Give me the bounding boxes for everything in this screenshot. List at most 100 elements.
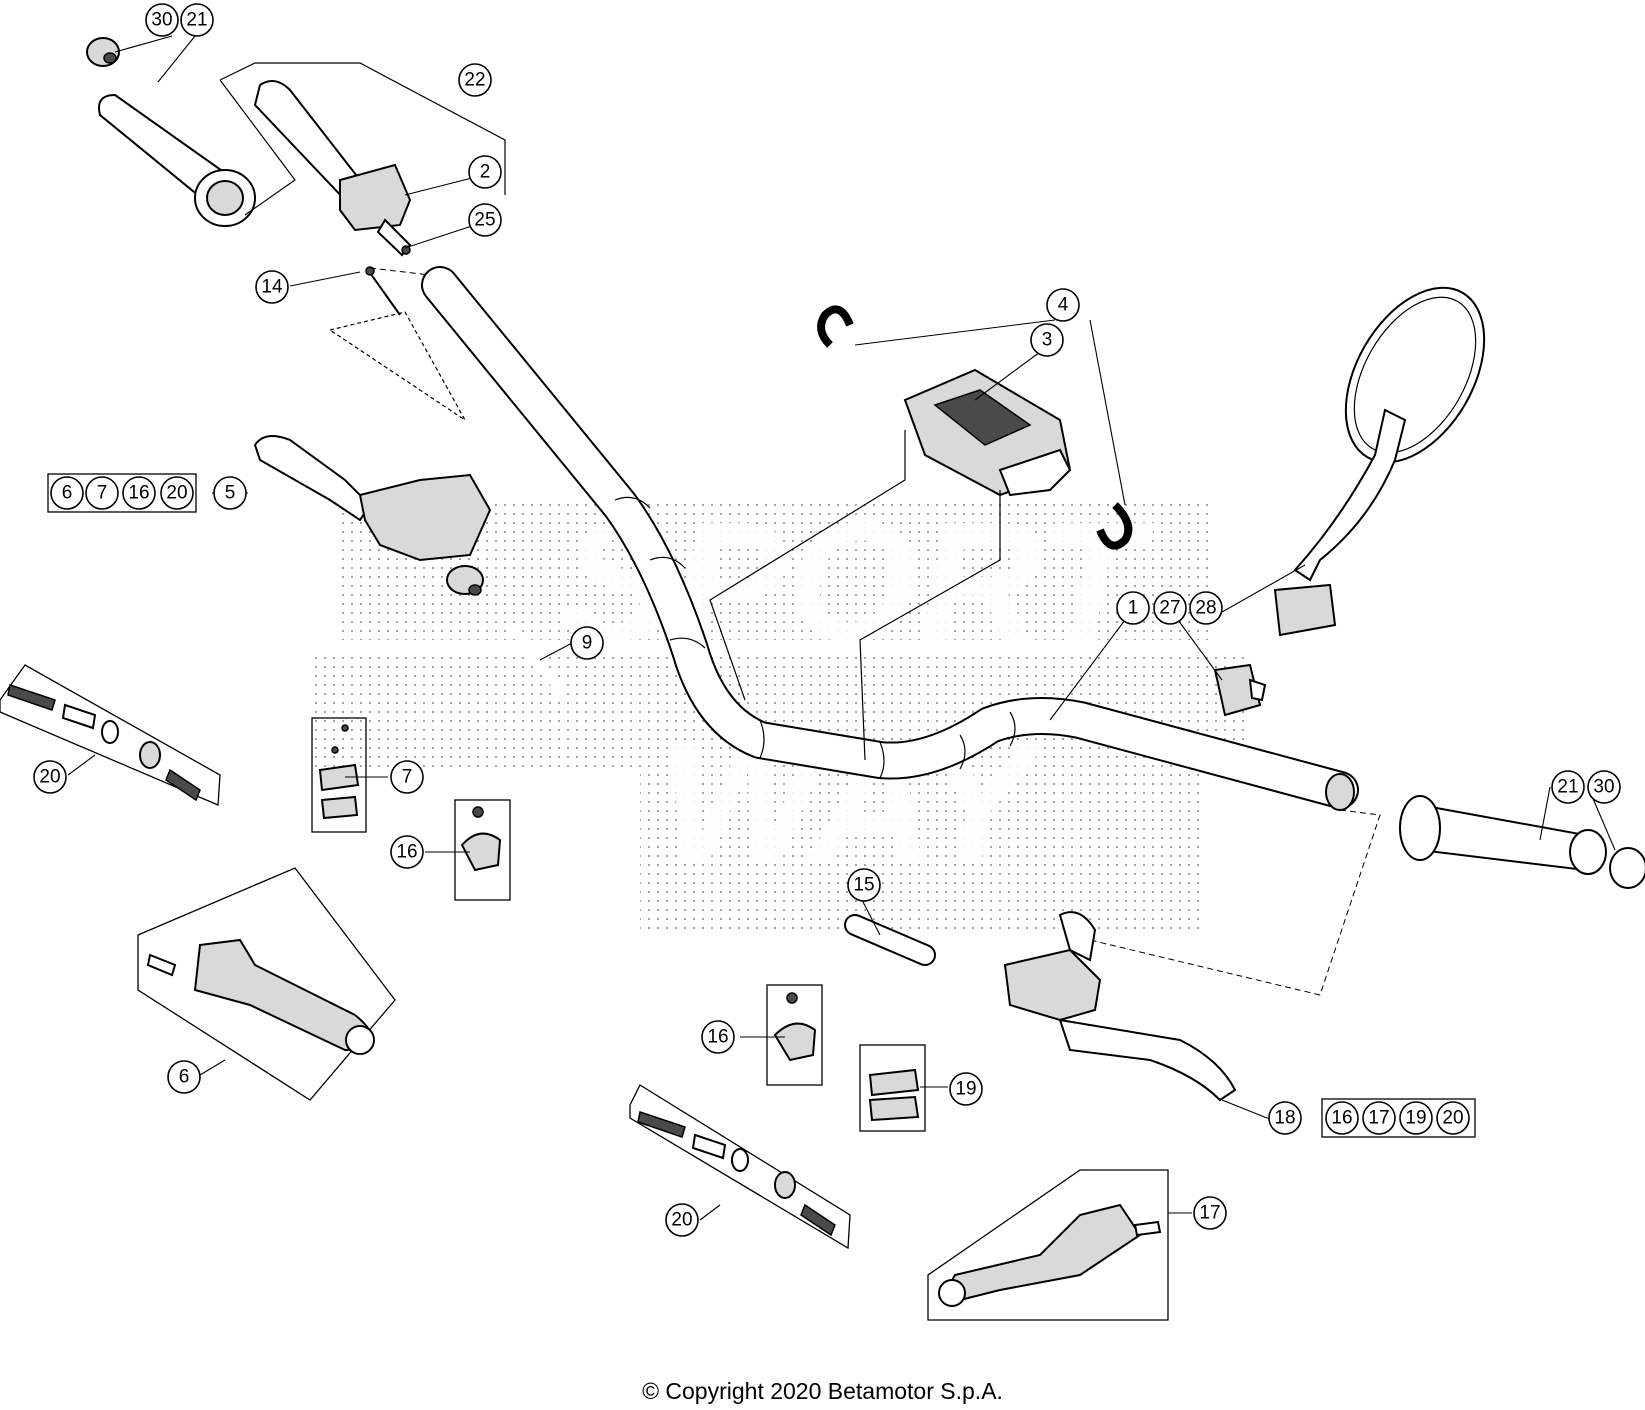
svg-text:30: 30 bbox=[151, 10, 172, 31]
svg-text:9: 9 bbox=[582, 633, 593, 654]
dash-5 bbox=[329, 311, 466, 421]
callout-9: 9 bbox=[570, 626, 604, 660]
svg-text:20: 20 bbox=[1442, 1108, 1463, 1129]
kit-box-5: 6 7 16 20 bbox=[47, 473, 197, 513]
svg-text:16: 16 bbox=[128, 483, 149, 504]
kit5-16: 16 bbox=[122, 476, 156, 510]
svg-text:18: 18 bbox=[1274, 1108, 1295, 1129]
kit-box-18: 16 17 19 20 bbox=[1321, 1098, 1476, 1138]
svg-text:20: 20 bbox=[166, 483, 187, 504]
pin-9 bbox=[510, 625, 565, 695]
callout-16-left: 16 bbox=[390, 835, 424, 869]
kit5-6: 6 bbox=[50, 476, 84, 510]
svg-text:22: 22 bbox=[464, 70, 485, 91]
svg-text:2: 2 bbox=[480, 162, 491, 183]
dash-3a bbox=[709, 430, 906, 701]
copyright-text: © Copyright 2020 Betamotor S.p.A. bbox=[642, 1378, 1003, 1404]
svg-text:7: 7 bbox=[97, 483, 108, 504]
kit5-7: 7 bbox=[85, 476, 119, 510]
callout-27: 27 bbox=[1153, 591, 1187, 625]
mirror bbox=[1273, 286, 1486, 637]
svg-text:5: 5 bbox=[225, 483, 236, 504]
callout-7: 7 bbox=[390, 760, 424, 794]
svg-text:20: 20 bbox=[671, 1210, 692, 1231]
callout-22: 22 bbox=[458, 63, 492, 97]
pin-14 bbox=[365, 266, 401, 316]
svg-text:15: 15 bbox=[853, 875, 874, 896]
callout-15: 15 bbox=[847, 868, 881, 902]
svg-text:19: 19 bbox=[955, 1079, 976, 1100]
left-end-cap bbox=[86, 37, 120, 67]
svg-text:27: 27 bbox=[1159, 598, 1180, 619]
throttle-assembly bbox=[253, 80, 412, 257]
svg-text:19: 19 bbox=[1405, 1108, 1426, 1129]
callout-5: 5 bbox=[213, 476, 247, 510]
svg-text:3: 3 bbox=[1042, 330, 1053, 351]
svg-text:21: 21 bbox=[186, 10, 207, 31]
callout-20-left: 20 bbox=[33, 760, 67, 794]
svg-text:6: 6 bbox=[179, 1067, 190, 1088]
pin-15 bbox=[844, 914, 936, 966]
callout-21-top: 21 bbox=[180, 3, 214, 37]
callout-20-right: 20 bbox=[665, 1203, 699, 1237]
svg-text:4: 4 bbox=[1058, 295, 1069, 316]
kit-20-left-box bbox=[0, 664, 221, 806]
kit5-20: 20 bbox=[160, 476, 194, 510]
handlebar-clamp bbox=[903, 368, 1072, 497]
kit18-19: 19 bbox=[1399, 1101, 1433, 1135]
left-grip bbox=[98, 93, 256, 227]
lever-17-box bbox=[927, 1169, 1169, 1321]
kit-20-right-box bbox=[629, 1084, 851, 1250]
kit18-16: 16 bbox=[1325, 1101, 1359, 1135]
kit-7-box bbox=[311, 717, 367, 833]
kit-19-box bbox=[859, 1044, 926, 1132]
callout-6: 6 bbox=[167, 1060, 201, 1094]
callout-17: 17 bbox=[1193, 1196, 1227, 1230]
leader-lines bbox=[67, 35, 1616, 1221]
dash-3b bbox=[859, 490, 1001, 761]
callout-30-right: 30 bbox=[1587, 770, 1621, 804]
callout-21-right: 21 bbox=[1551, 770, 1585, 804]
callout-4: 4 bbox=[1046, 288, 1080, 322]
kit-16-right-box bbox=[766, 984, 823, 1086]
callout-2: 2 bbox=[468, 155, 502, 189]
group-bracket-22 bbox=[219, 62, 506, 195]
kit18-17: 17 bbox=[1362, 1101, 1396, 1135]
callout-28: 28 bbox=[1189, 591, 1223, 625]
kit18-20: 20 bbox=[1436, 1101, 1470, 1135]
right-end-cap bbox=[1609, 847, 1645, 889]
callout-25: 25 bbox=[468, 203, 502, 237]
dash-14 bbox=[369, 267, 431, 276]
svg-text:16: 16 bbox=[396, 842, 417, 863]
callout-19: 19 bbox=[949, 1072, 983, 1106]
svg-text:28: 28 bbox=[1195, 598, 1216, 619]
svg-text:7: 7 bbox=[402, 767, 413, 788]
switch-27 bbox=[1213, 663, 1267, 717]
callout-1: 1 bbox=[1116, 591, 1150, 625]
svg-text:16: 16 bbox=[1331, 1108, 1352, 1129]
callout-16-right: 16 bbox=[701, 1020, 735, 1054]
svg-text:16: 16 bbox=[707, 1027, 728, 1048]
svg-text:17: 17 bbox=[1199, 1203, 1220, 1224]
callout-3: 3 bbox=[1030, 323, 1064, 357]
svg-text:21: 21 bbox=[1557, 777, 1578, 798]
callout-30-top: 30 bbox=[145, 3, 179, 37]
brake-master-cylinder bbox=[1003, 911, 1237, 1102]
svg-text:17: 17 bbox=[1368, 1108, 1389, 1129]
svg-text:25: 25 bbox=[474, 210, 495, 231]
clamp-bolt-bottom bbox=[1096, 502, 1133, 550]
clamp-bolt-top bbox=[817, 305, 854, 348]
clutch-master-cylinder bbox=[253, 435, 492, 596]
callout-18: 18 bbox=[1268, 1101, 1302, 1135]
svg-text:14: 14 bbox=[261, 277, 283, 298]
svg-text:1: 1 bbox=[1128, 598, 1139, 619]
lever-6-box bbox=[137, 867, 396, 1101]
svg-text:30: 30 bbox=[1593, 777, 1614, 798]
dash-21 bbox=[1089, 809, 1381, 996]
svg-text:6: 6 bbox=[62, 483, 73, 504]
svg-text:20: 20 bbox=[39, 767, 60, 788]
right-grip bbox=[1399, 795, 1607, 875]
callout-14: 14 bbox=[255, 270, 289, 304]
kit-16-left-box bbox=[454, 799, 511, 901]
